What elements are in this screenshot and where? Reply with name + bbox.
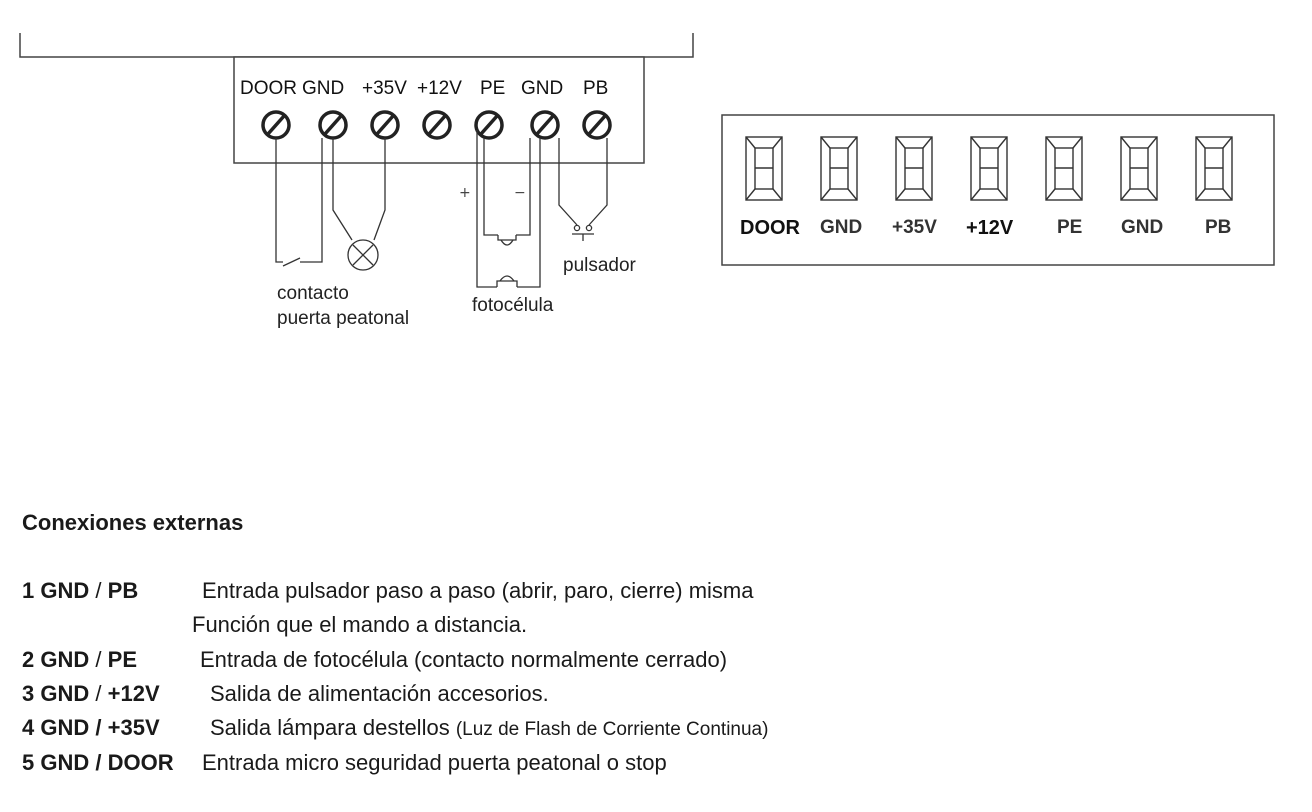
connection-pin-b: +12V	[107, 681, 160, 706]
terminal-label-12v: +12V	[417, 78, 462, 99]
terminal-label-pb: PB	[583, 78, 608, 99]
minus-sign: −	[514, 185, 526, 201]
connection-separator: /	[95, 647, 102, 672]
connection-pin-a: GND	[40, 647, 90, 672]
connection-number: 2	[22, 647, 35, 672]
connector-pin-icon	[1120, 136, 1158, 201]
connection-desc-3: Salida de alimentación accesorios.	[210, 681, 549, 706]
connection-separator: /	[95, 681, 102, 706]
connector-pin-icon	[745, 136, 783, 201]
connection-item-2: 2 GND / PE	[22, 647, 137, 673]
connection-item-1: 1 GND / PB	[22, 578, 138, 604]
connection-separator: /	[95, 715, 102, 740]
connection-item-3: 3 GND / +12V	[22, 681, 160, 707]
connection-number: 4	[22, 715, 35, 740]
connection-desc-2: Entrada de fotocélula (contacto normalme…	[200, 647, 728, 672]
door-contact-wiring	[275, 138, 323, 267]
photocell-label: fotocélula	[472, 295, 554, 316]
pushbutton-icon	[572, 224, 594, 241]
controller-board-outline	[19, 33, 694, 58]
connection-desc-4-note: (Luz de Flash de Corriente Continua)	[455, 719, 769, 740]
wiring-diagram: DOOR GND +35V +12V PE GND PB + −	[19, 33, 1275, 329]
connector-pin-label-35v: +35V	[892, 217, 937, 238]
screw-terminals	[261, 110, 612, 140]
connection-pin-b: PB	[107, 578, 139, 603]
connection-desc-5: Entrada micro seguridad puerta peatonal …	[202, 750, 667, 775]
lamp-wiring	[332, 138, 386, 271]
lamp-icon	[347, 239, 379, 271]
connection-separator: /	[95, 750, 102, 775]
connection-pin-a: GND	[40, 750, 90, 775]
contact-label-line2: puerta peatonal	[277, 308, 409, 329]
pushbutton-wiring	[558, 138, 608, 241]
connection-number: 3	[22, 681, 35, 706]
connector-pins	[745, 136, 1233, 201]
screw-icon	[370, 110, 400, 140]
connector-pin-icon	[970, 136, 1008, 201]
screw-icon	[318, 110, 348, 140]
connection-item-4: 4 GND / +35V	[22, 715, 160, 741]
terminal-label-pe: PE	[480, 78, 505, 99]
screw-icon	[530, 110, 560, 140]
connection-separator: /	[95, 578, 102, 603]
contact-label-line1: contacto	[277, 283, 349, 304]
connection-pin-b: PE	[107, 647, 137, 672]
connector-pin-label-gnd: GND	[820, 217, 862, 238]
connection-desc-4: Salida lámpara destellos (Luz de Flash d…	[210, 715, 768, 741]
connector-pin-label-gnd-2: GND	[1121, 217, 1163, 238]
connector-pin-icon	[820, 136, 858, 201]
terminal-label-gnd: GND	[302, 78, 344, 99]
screw-icon	[422, 110, 452, 140]
connection-item-5: 5 GND / DOOR	[22, 750, 174, 776]
connection-number: 5	[22, 750, 35, 775]
connector-pin-icon	[1045, 136, 1083, 201]
plus-sign: +	[459, 185, 471, 201]
connections-title: Conexiones externas	[22, 510, 244, 535]
connection-desc-1b: Función que el mando a distancia.	[192, 612, 528, 637]
connection-pin-a: GND	[40, 715, 90, 740]
connector-pin-label-pb: PB	[1205, 217, 1231, 238]
connector-pin-icon	[1195, 136, 1233, 201]
screw-icon	[474, 110, 504, 140]
terminal-label-door: DOOR	[240, 78, 297, 99]
terminal-label-gnd-2: GND	[521, 78, 563, 99]
connection-pin-a: GND	[40, 578, 90, 603]
photocell-wiring	[476, 130, 541, 288]
pushbutton-label: pulsador	[563, 255, 637, 276]
connector-pin-label-pe: PE	[1057, 217, 1082, 238]
screw-icon	[582, 110, 612, 140]
terminal-block	[233, 56, 645, 164]
connector-pin-label-12v: +12V	[966, 217, 1014, 239]
connector-pin-label-door: DOOR	[740, 217, 801, 239]
connection-pin-b: +35V	[107, 715, 160, 740]
connection-desc-4-main: Salida lámpara destellos	[210, 715, 450, 740]
connection-pin-b: DOOR	[107, 750, 174, 775]
connection-pin-a: GND	[40, 681, 90, 706]
screw-icon	[261, 110, 291, 140]
connection-desc-1: Entrada pulsador paso a paso (abrir, par…	[202, 578, 754, 603]
connector-pin-icon	[895, 136, 933, 201]
terminal-label-35v: +35V	[362, 78, 407, 99]
connection-number: 1	[22, 578, 35, 603]
